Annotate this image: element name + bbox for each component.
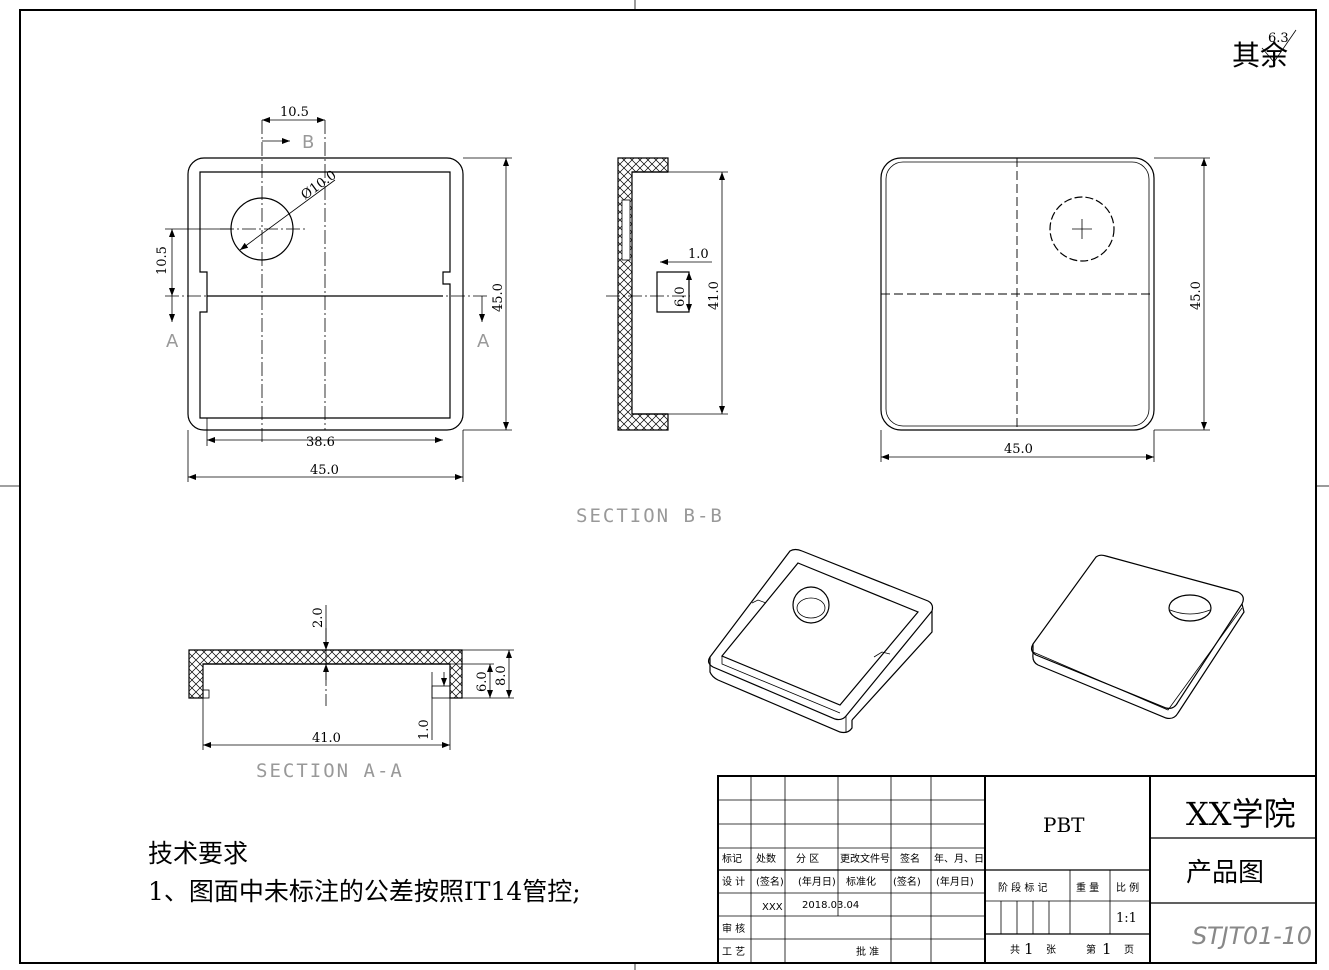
tech-title: 技术要求	[148, 839, 248, 868]
dim-top-inner: 38.6	[306, 435, 335, 450]
tb-stage: 阶 段 标 记	[998, 881, 1048, 894]
dim-sec-inner-h: 6.0	[475, 671, 490, 692]
tb-sign1: (签名)	[756, 875, 784, 888]
dim-hole-y: 10.5	[155, 246, 170, 275]
tech-item-1: 1、图面中未标注的公差按照IT14管控;	[148, 877, 581, 906]
dim-sec-outer-h: 8.0	[494, 665, 509, 686]
cut-b-label: B	[302, 132, 314, 153]
cut-a-left-label: A	[166, 331, 179, 352]
tb-school: XX学院	[1186, 795, 1296, 833]
dim-hole-dia: Ø10.0	[299, 168, 340, 203]
tb-total-num: 1	[1024, 940, 1034, 958]
tb-date1: (年月日)	[798, 875, 836, 888]
isometric-view-lid	[1030, 554, 1245, 720]
dim-right-height: 45.0	[1189, 281, 1204, 310]
dim-sec-small: 1.0	[417, 719, 432, 740]
bottom-hole	[1049, 196, 1115, 262]
tb-h-mark: 标记	[722, 853, 742, 865]
dim-sec-width: 41.0	[312, 731, 341, 746]
title-block: 标记 处数 分 区 更改文件号 签名 年、月、日 设 计 (签名) (年月日) …	[717, 775, 1317, 964]
tb-h-date: 年、月、日	[934, 852, 984, 865]
tb-scale-label: 比 例	[1116, 881, 1139, 894]
dim-side-slot: 6.0	[673, 286, 688, 307]
section-a-title: SECTION A-A	[256, 760, 404, 782]
tb-total-post: 张	[1046, 944, 1056, 956]
tb-approve: 批 准	[856, 945, 879, 958]
tb-process: 工 艺	[722, 946, 745, 958]
tb-total-pre: 共	[1010, 944, 1020, 956]
side-section-view: 1.0 6.0 41.0 SECTION B-B	[576, 157, 728, 527]
tb-weight: 重 量	[1076, 881, 1099, 894]
tb-designer: XXX	[762, 902, 783, 913]
tb-sign2: (签名)	[893, 875, 921, 888]
tb-design: 设 计	[722, 875, 745, 888]
bottom-view: 45.0 45.0	[880, 157, 1210, 462]
tb-review: 审 核	[722, 922, 745, 935]
section-b-title: SECTION B-B	[576, 505, 724, 527]
dim-top-width: 45.0	[310, 463, 339, 478]
tb-h-sign: 签名	[900, 852, 920, 865]
dim-sec-top: 2.0	[311, 607, 326, 628]
cut-a-right-label: A	[477, 331, 490, 352]
roughness-value: 6.3	[1268, 31, 1289, 46]
iso-hole-lid	[1168, 594, 1212, 622]
tb-scale: 1:1	[1116, 911, 1137, 926]
dim-right-width: 45.0	[1004, 442, 1033, 457]
tb-page-post: 页	[1124, 944, 1134, 956]
tb-page-num: 1	[1102, 940, 1112, 958]
tb-drawing-name: 产品图	[1186, 858, 1264, 888]
isometric-view-frame	[707, 548, 934, 734]
dim-hole-x: 10.5	[280, 105, 309, 120]
mounting-hole	[230, 197, 294, 261]
tb-design-date: 2018.03.04	[802, 900, 859, 911]
section-a-view: 2.0 6.0 8.0 1.0 41.0 SECTION A-A	[188, 605, 514, 782]
iso-hole-frame	[792, 586, 830, 624]
roughness-note: 其余 6.3	[1232, 29, 1297, 72]
tb-standard: 标准化	[846, 875, 876, 888]
tb-page-pre: 第	[1086, 943, 1096, 956]
tb-h-zone: 分 区	[796, 853, 819, 865]
tb-h-count: 处数	[756, 852, 776, 865]
technical-requirements: 技术要求 1、图面中未标注的公差按照IT14管控;	[148, 839, 581, 906]
dim-top-height: 45.0	[491, 283, 506, 312]
tb-material: PBT	[1043, 813, 1085, 837]
tb-date2: (年月日)	[936, 875, 974, 888]
tb-h-doc: 更改文件号	[840, 852, 890, 865]
dim-side-thick: 1.0	[688, 247, 709, 262]
top-view: 10.5 B Ø10.0 10.5 A A 45.0 38.6 45.0	[155, 105, 512, 482]
dim-side-height: 41.0	[707, 281, 722, 310]
tb-drawing-no: STJT01-10	[1192, 922, 1312, 950]
